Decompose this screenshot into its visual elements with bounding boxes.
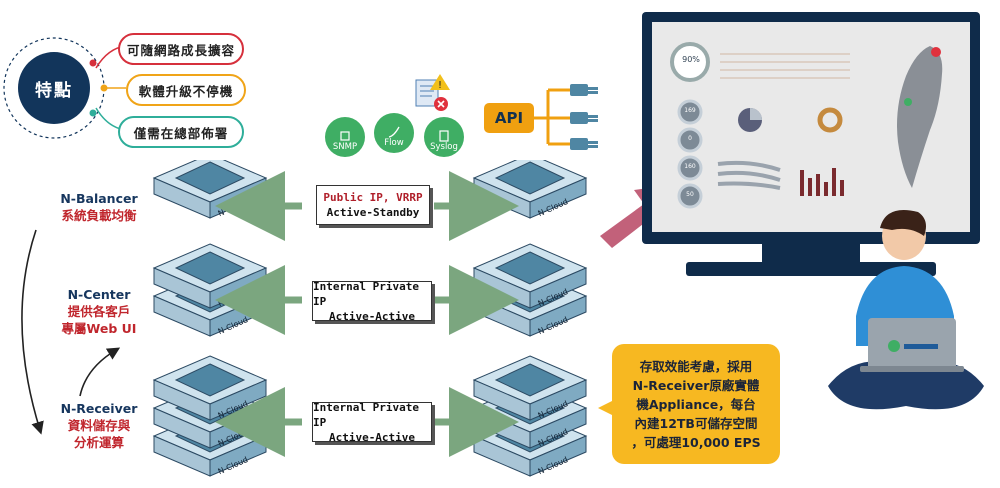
server-grid: N-CloudN-CloudN-CloudN-CloudN-CloudN-Clo…	[152, 160, 588, 477]
alert-document-icon: !	[415, 74, 450, 111]
tier-name: N-Receiver	[60, 401, 138, 416]
performance-callout: 存取效能考慮，採用 N-Receiver原廠實體 機Appliance，每台 內…	[612, 344, 780, 464]
protocol-flow: Flow	[374, 113, 414, 153]
map-marker	[904, 98, 912, 106]
dashboard-mini-charts	[717, 107, 844, 196]
chip-icon	[340, 131, 350, 141]
callout-line: ，可處理10,000 EPS	[631, 434, 761, 450]
connection-line2: Active-Active	[328, 430, 416, 444]
dashboard-gauge: 0	[688, 135, 692, 142]
tier-name: N-Balancer	[60, 191, 138, 206]
tier-flow-arrows	[21, 229, 121, 435]
connection-line1: Public IP, VRRP	[323, 191, 423, 204]
map-marker	[931, 47, 941, 57]
callout-line: N-Receiver原廠實體	[632, 377, 760, 393]
protocol-label: SNMP	[332, 142, 358, 152]
dashboard-gauge-main: 90%	[682, 55, 700, 64]
protocol-label: Syslog	[430, 142, 458, 152]
protocol-label: Flow	[384, 138, 404, 148]
tier-label-balancer: N-Balancer 系統負載均衡	[34, 190, 164, 224]
dashboard-gauges	[670, 42, 710, 209]
server-side-right	[529, 267, 587, 309]
taiwan-map	[897, 46, 943, 188]
callout-line: 存取效能考慮，採用	[639, 358, 753, 374]
callout-line: 機Appliance，每台	[636, 396, 756, 412]
feature-zero-downtime: 軟體升級不停機	[126, 74, 246, 106]
protocol-syslog: Syslog	[424, 117, 464, 157]
feature-hq-deploy: 僅需在總部佈署	[118, 116, 244, 148]
server-side-right	[529, 177, 587, 219]
server-side-right	[529, 407, 587, 449]
server-side-right	[529, 379, 587, 421]
connection-line1: Internal Private IP	[313, 400, 419, 429]
tier-desc: 資料儲存與	[67, 418, 131, 433]
dashboard-gauge: 160	[684, 163, 696, 170]
api-connectors	[534, 84, 598, 150]
server-unit: N-Cloud	[152, 160, 268, 219]
server-side-right	[529, 295, 587, 337]
link-arrows	[215, 171, 519, 457]
flow-icon	[388, 126, 400, 138]
log-icon	[439, 130, 449, 142]
feature-scalable: 可隨網路成長擴容	[118, 33, 244, 65]
features-hub: 特點	[18, 52, 90, 124]
tier-label-receiver: N-Receiver 資料儲存與 分析運算	[34, 400, 164, 451]
connection-line2: Active-Active	[328, 309, 416, 323]
person-with-laptop	[828, 210, 984, 410]
tier-desc: 分析運算	[73, 435, 124, 450]
monitor	[642, 12, 980, 276]
tier-desc: 系統負載均衡	[61, 208, 137, 223]
server-side-right	[529, 435, 587, 477]
connection-line2: Active-Standby	[326, 206, 420, 219]
protocol-snmp: SNMP	[325, 117, 365, 157]
dashboard-gauge: 50	[686, 191, 694, 198]
tier-label-center: N-Center 提供各客戶 專屬Web UI	[34, 286, 164, 337]
tier-desc: 專屬Web UI	[61, 321, 137, 336]
api-badge: API	[484, 103, 534, 133]
connection-balancer: Public IP, VRRP Active-Standby	[316, 185, 430, 225]
callout-line: 內建12TB可儲存空間	[634, 415, 758, 431]
connection-receiver: Internal Private IP Active-Active	[312, 400, 432, 444]
dashboard-table	[720, 53, 850, 79]
connection-center: Internal Private IP Active-Active	[312, 279, 432, 323]
dashboard-gauge: 169	[684, 107, 696, 114]
tier-desc: 提供各客戶	[67, 304, 131, 319]
server-unit: N-Cloud	[472, 160, 588, 219]
svg-text:!: !	[438, 80, 442, 91]
tier-name: N-Center	[67, 287, 131, 302]
connection-line1: Internal Private IP	[313, 279, 419, 308]
